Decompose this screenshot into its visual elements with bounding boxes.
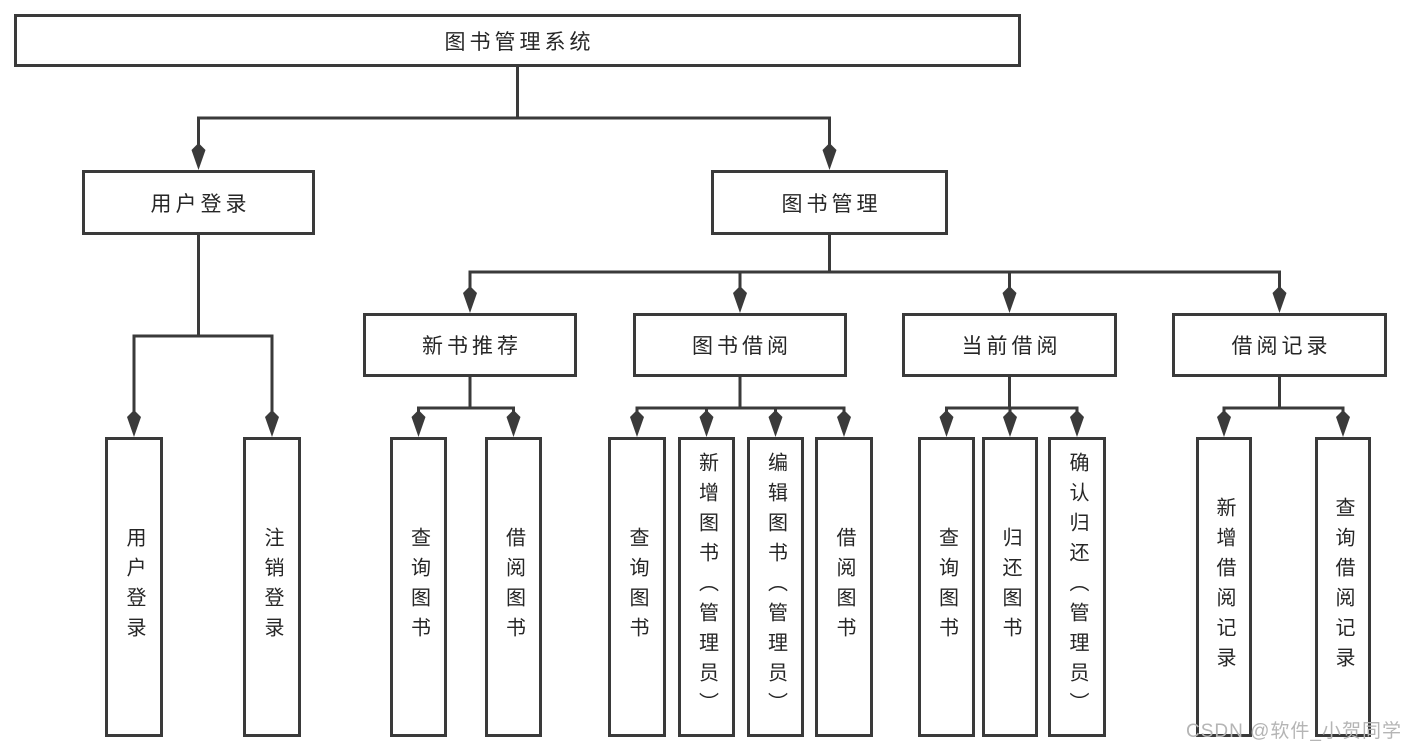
leaf-query-books-newbook: 查询图书 bbox=[390, 437, 447, 737]
leaf-query-books-current: 查询图书 bbox=[918, 437, 975, 737]
leaf-add-borrow-record: 新增借阅记录 bbox=[1196, 437, 1252, 737]
leaf-borrow-books-newbook: 借阅图书 bbox=[485, 437, 542, 737]
leaf-query-books-borrow: 查询图书 bbox=[608, 437, 666, 737]
leaf-add-book-admin: 新增图书（管理员） bbox=[678, 437, 735, 737]
node-current-borrowing: 当前借阅 bbox=[902, 313, 1117, 377]
node-user-login: 用户登录 bbox=[82, 170, 315, 235]
leaf-borrow-books-borrow: 借阅图书 bbox=[815, 437, 873, 737]
leaf-confirm-return-admin: 确认归还（管理员） bbox=[1048, 437, 1106, 737]
leaf-logout: 注销登录 bbox=[243, 437, 301, 737]
leaf-return-books: 归还图书 bbox=[982, 437, 1038, 737]
csdn-watermark: CSDN @软件_小贺同学 bbox=[1186, 721, 1402, 742]
node-new-book-recommend: 新书推荐 bbox=[363, 313, 577, 377]
node-book-management: 图书管理 bbox=[711, 170, 948, 235]
node-borrowing-records: 借阅记录 bbox=[1172, 313, 1387, 377]
node-book-borrowing: 图书借阅 bbox=[633, 313, 847, 377]
leaf-user-login: 用户登录 bbox=[105, 437, 163, 737]
leaf-edit-book-admin: 编辑图书（管理员） bbox=[747, 437, 804, 737]
node-root: 图书管理系统 bbox=[14, 14, 1021, 67]
leaf-query-borrow-record: 查询借阅记录 bbox=[1315, 437, 1371, 737]
